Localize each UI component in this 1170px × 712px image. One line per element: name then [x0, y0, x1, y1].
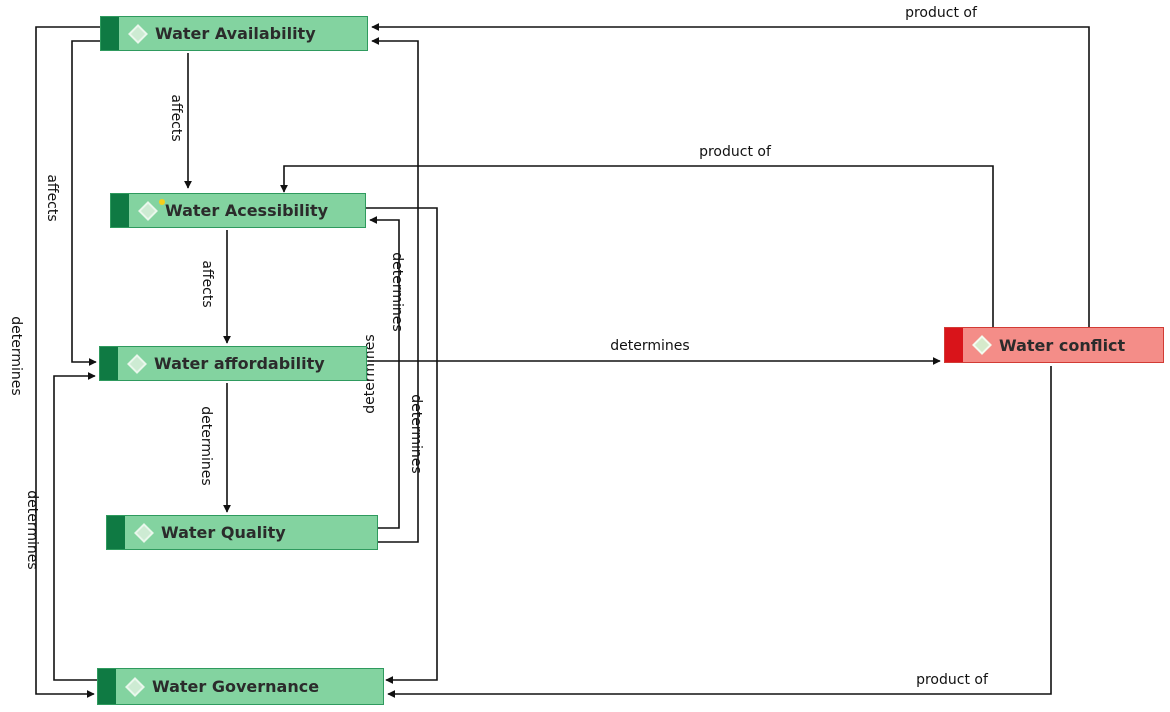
diamond-icon [128, 23, 148, 44]
edge-label-availability-governance: determines [8, 316, 24, 395]
edge-conflict-governance[interactable] [387, 366, 1052, 698]
new-indicator-dot [159, 199, 165, 205]
edge-label-accessibility-affordability: affects [199, 260, 215, 307]
edge-quality-availability[interactable] [371, 37, 419, 543]
diamond-icon [972, 335, 992, 355]
node-color-bar [98, 669, 116, 704]
node-water-availability[interactable]: Water Availability [100, 16, 368, 51]
edge-label-quality-availability: determines [408, 394, 424, 473]
node-water-conflict[interactable]: Water conflict [944, 327, 1164, 363]
edge-label-affordability-quality: determines [198, 406, 214, 485]
node-water-accessibility[interactable]: Water Acessibility [110, 193, 366, 228]
node-water-governance[interactable]: Water Governance [97, 668, 384, 705]
edge-label-conflict-availability: product of [905, 5, 978, 21]
edge-accessibility-governance[interactable] [366, 207, 438, 684]
node-color-bar [107, 516, 125, 549]
node-label: Water Availability [155, 24, 316, 43]
edge-label-availability-affordability: affects [44, 174, 60, 221]
edge-conflict-accessibility[interactable] [280, 165, 994, 327]
node-label: Water Governance [152, 677, 320, 696]
edge-label-conflict-accessibility: product of [699, 144, 772, 160]
edge-label-availability-accessibility: affects [168, 94, 184, 141]
diamond-icon [138, 200, 158, 221]
edge-conflict-availability[interactable] [371, 23, 1090, 327]
edge-availability-governance[interactable] [35, 26, 100, 698]
edge-label-affordability-conflict: determines [610, 338, 689, 354]
edge-governance-affordability[interactable] [53, 372, 98, 681]
node-label: Water conflict [999, 335, 1126, 355]
node-label: Water Quality [161, 523, 286, 542]
node-water-affordability[interactable]: Water affordability [99, 346, 367, 381]
node-color-bar [945, 328, 963, 362]
diamond-icon [127, 353, 147, 374]
edge-label-conflict-governance: product of [916, 672, 989, 688]
edge-availability-affordability[interactable] [71, 40, 100, 366]
diamond-icon [125, 676, 145, 697]
edge-label-governance-affordability: determines [24, 490, 40, 569]
node-label: Water Acessibility [165, 201, 329, 220]
node-color-bar [101, 17, 119, 50]
node-label: Water affordability [154, 354, 325, 373]
node-water-quality[interactable]: Water Quality [106, 515, 378, 550]
edge-quality-accessibility[interactable] [369, 216, 400, 529]
node-color-bar [111, 194, 129, 227]
diamond-icon [134, 522, 154, 543]
node-color-bar [100, 347, 118, 380]
edge-label-quality-accessibility: determines [389, 252, 405, 331]
